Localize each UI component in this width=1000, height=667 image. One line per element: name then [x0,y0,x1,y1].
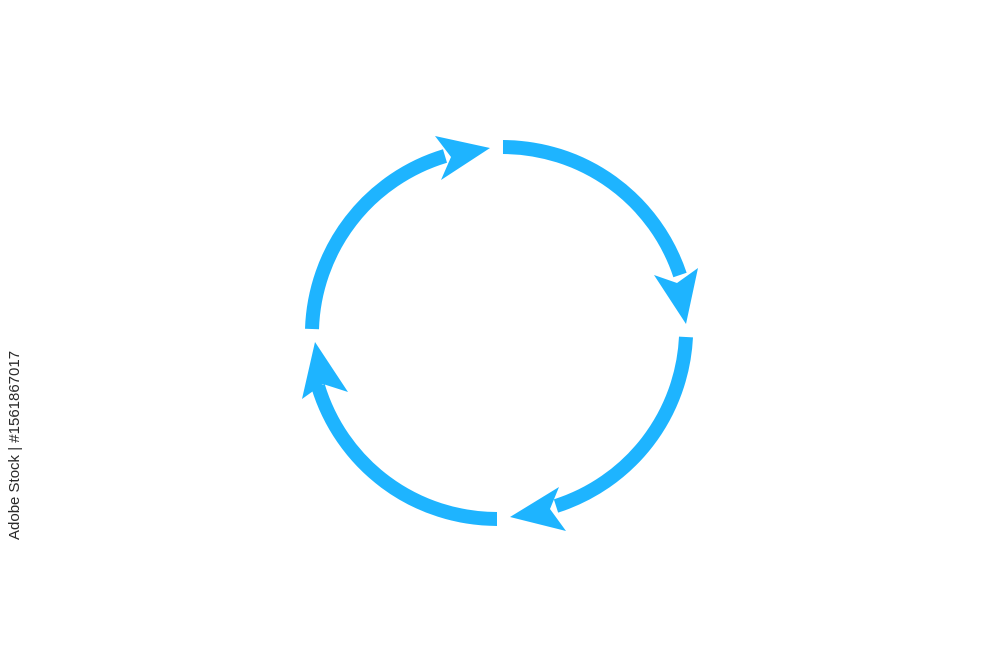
arrow-segment-top-left [305,149,448,330]
arrowhead-left [302,342,348,399]
arrow-segment-top-right [502,140,687,278]
arrowhead-bottom [510,487,566,531]
stock-id-label: Adobe Stock | #1561867017 [6,350,23,540]
cycle-arrows-icon [302,136,698,531]
arrow-segment-bottom-left [311,383,498,526]
arrowhead-right [654,268,698,324]
arrow-segment-bottom-right [553,336,693,513]
arrowhead-top [435,136,490,180]
